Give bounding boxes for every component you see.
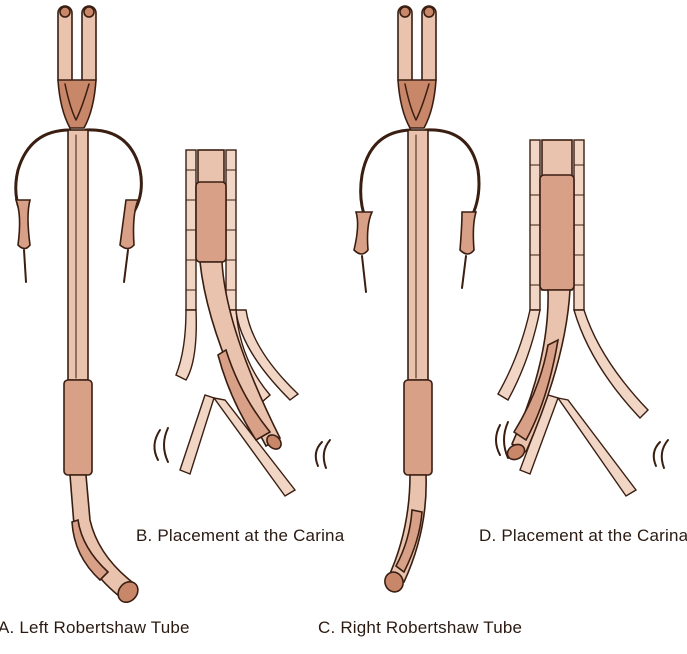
panel-a-caption: A. Left Robertshaw Tube (0, 618, 190, 638)
panel-c-connector (398, 6, 436, 128)
panel-b-carina-left (154, 150, 330, 496)
panel-a-left-tube (16, 6, 142, 606)
panel-c-right-tube (354, 6, 479, 594)
panel-c-shaft (408, 130, 428, 380)
panel-c-caption: C. Right Robertshaw Tube (318, 618, 522, 638)
panel-a-connector (58, 6, 96, 128)
panel-b-caption: B. Placement at the Carina (136, 526, 344, 546)
panel-d-caption: D. Placement at the Carina (479, 526, 687, 546)
panel-c-tracheal-cuff (404, 380, 432, 475)
panel-a-tracheal-cuff (64, 380, 92, 475)
panel-d-tracheal-cuff (540, 175, 574, 290)
panel-a-shaft (68, 130, 88, 380)
panel-b-tracheal-cuff (196, 182, 226, 262)
panel-d-carina-right (496, 140, 668, 496)
